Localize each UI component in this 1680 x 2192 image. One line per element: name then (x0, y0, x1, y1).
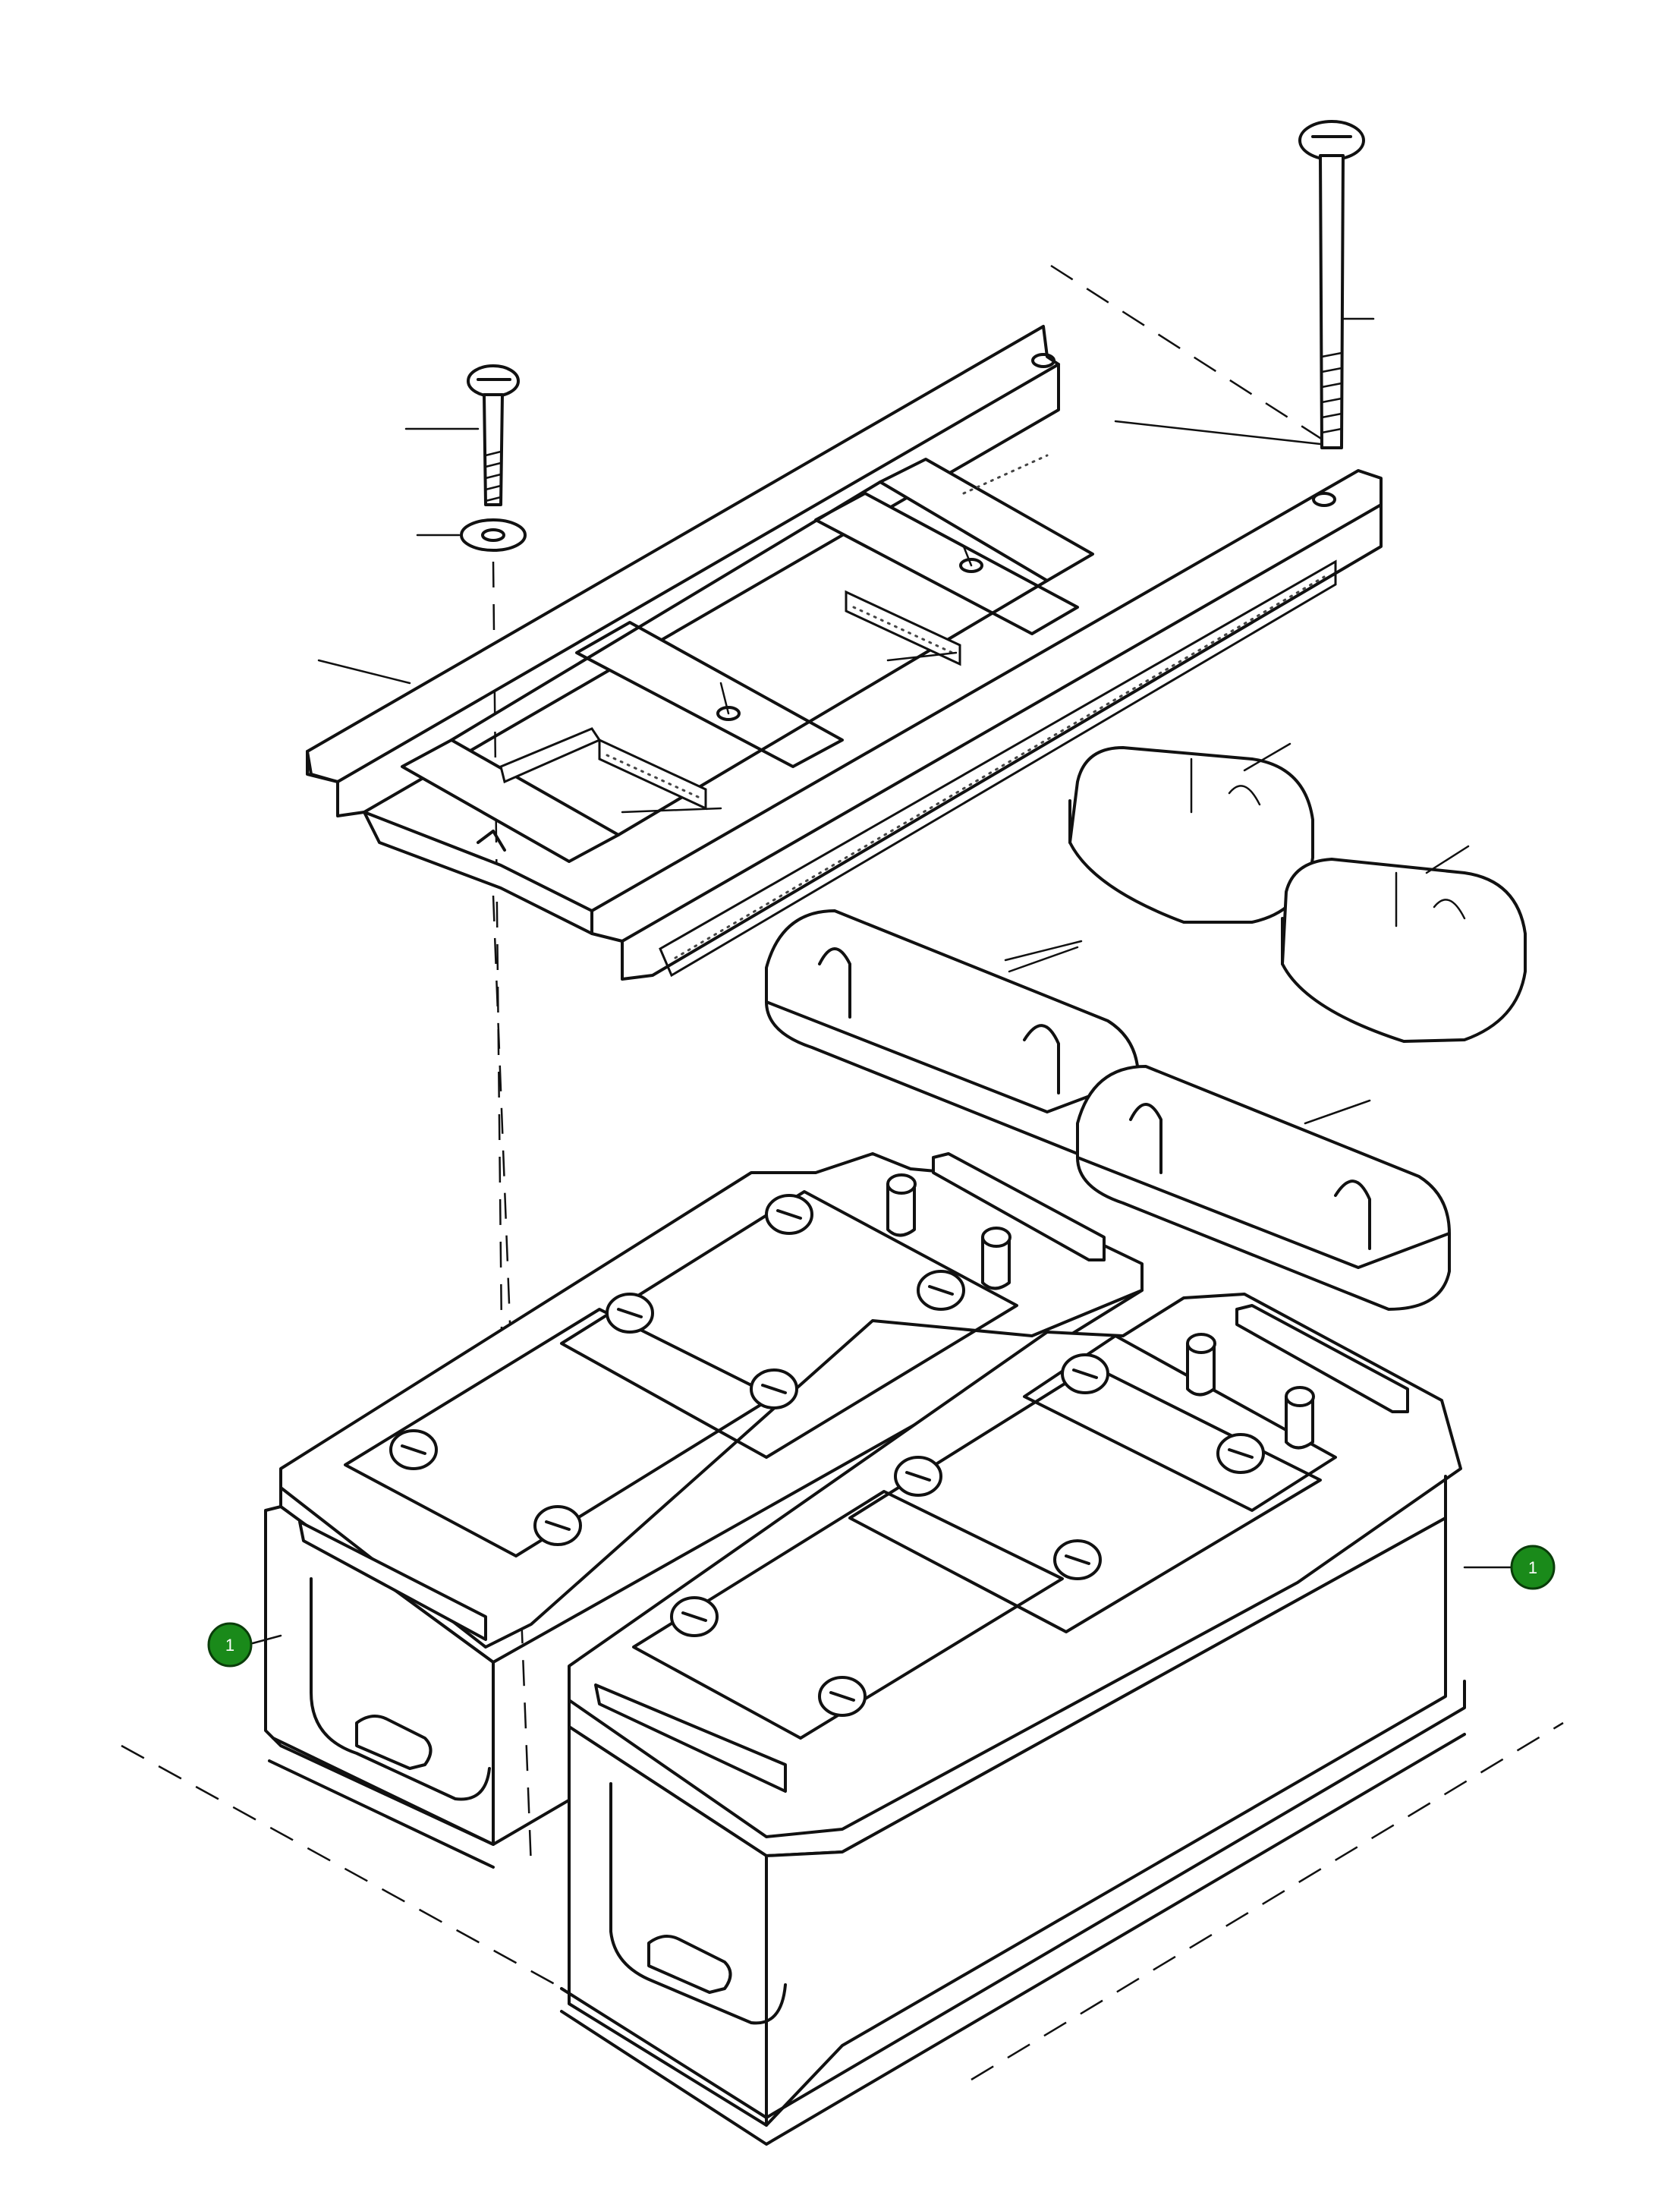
terminal-cover-small-top (1068, 746, 1314, 924)
clamp-frame (306, 325, 1383, 981)
short-bolt (467, 364, 520, 506)
callout-left-label: 1 (225, 1636, 234, 1655)
battery-right (560, 1293, 1466, 2146)
callout-right[interactable]: 1 (1510, 1545, 1556, 1590)
leader-lines (251, 317, 1512, 1645)
long-bolt (1298, 120, 1365, 449)
battery-left (264, 1152, 1144, 1869)
callout-left[interactable]: 1 (207, 1622, 253, 1668)
washer (460, 518, 527, 552)
callout-right-label: 1 (1528, 1558, 1537, 1577)
terminal-cover-small-bottom (1281, 858, 1527, 1043)
